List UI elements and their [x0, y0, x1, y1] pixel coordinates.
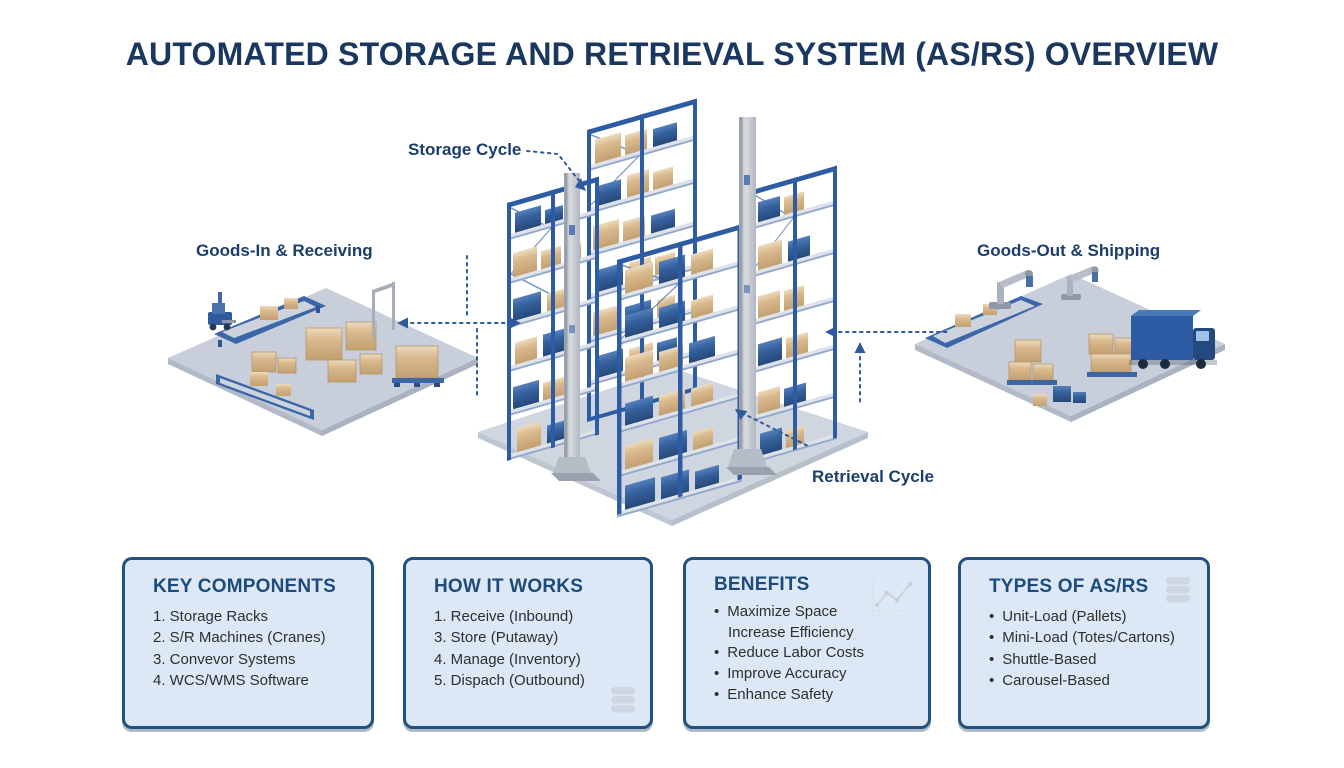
- box-stack: [251, 321, 383, 383]
- retrieval-cycle-label: Retrieval Cycle: [812, 467, 934, 486]
- list-item: 1. Receive (Inbound): [434, 608, 574, 625]
- list-item: 3. Convevor Systems: [153, 650, 296, 668]
- list-item: Shuttle-Based: [989, 649, 1199, 670]
- storage-cycle-label: Storage Cycle: [408, 140, 522, 159]
- box-stack: [1007, 339, 1057, 385]
- arrowheads: [397, 178, 866, 420]
- list-item: Improve Accuracy: [714, 664, 920, 685]
- storage-rack-front: [617, 224, 742, 518]
- key-components-card: KEY COMPONENTS 1. Storage Racks 2. S/R M…: [122, 557, 374, 729]
- card-list: Maximize Space Increase Efficiency Reduc…: [686, 602, 928, 705]
- asrs-rack-illustration: [478, 98, 868, 526]
- conveyor: [216, 372, 314, 420]
- list-item: Unit-Load (Pallets): [989, 606, 1199, 627]
- list-item: Enhance Safety: [714, 685, 920, 706]
- list-item: Mini-Load (Totes/Cartons): [989, 627, 1199, 648]
- database-icon: [1166, 577, 1190, 603]
- goods-out-label: Goods-Out & Shipping: [977, 241, 1161, 260]
- stored-boxes: [513, 204, 581, 453]
- pallet-stack: [1087, 333, 1137, 377]
- chart-icon: [872, 579, 913, 612]
- truck-icon: [1129, 310, 1217, 369]
- card-title: TYPES OF AS/RS: [989, 576, 1149, 597]
- list-item: 4. WCS/WMS Software: [153, 671, 309, 689]
- card-title: BENEFITS: [714, 574, 810, 595]
- bin-stack: [1033, 386, 1086, 406]
- list-item: 5. Dispach (Outbound): [434, 671, 585, 689]
- gantry-frame: [372, 282, 395, 338]
- list-item: Maximize Space: [714, 602, 920, 623]
- list-item: Carousel-Based: [989, 670, 1199, 691]
- conveyor: [925, 296, 1043, 348]
- robot-arm-icon: [989, 270, 1033, 309]
- benefits-card: BENEFITS Maximize Space Increase Efficie…: [683, 557, 931, 729]
- card-list: 1. Storage Racks 2. S/R Machines (Cranes…: [125, 606, 371, 691]
- list-item: 2. S/R Machines (Cranes): [153, 629, 326, 647]
- list-item: Increase Efficiency: [728, 623, 854, 641]
- forklift-icon: [208, 292, 236, 331]
- card-list: Unit-Load (Pallets) Mini-Load (Totes/Car…: [961, 606, 1207, 691]
- storage-rack-right: [752, 165, 837, 464]
- crane-mast-left: [551, 173, 601, 481]
- storage-cycle-arrow: [526, 150, 581, 183]
- goods-in-label: Goods-In & Receiving: [196, 241, 373, 260]
- list-item: Reduce Labor Costs: [714, 643, 920, 664]
- page-title: AUTOMATED STORAGE AND RETRIEVAL SYSTEM (…: [125, 36, 1219, 72]
- retrieval-cycle-arrow: [741, 412, 811, 448]
- goods-out-illustration: [915, 266, 1225, 422]
- flow-connectors: [397, 150, 949, 448]
- card-list: 1. Receive (Inbound) 3. Store (Putaway) …: [406, 606, 650, 691]
- stored-boxes: [625, 248, 719, 510]
- crane-mast-right: [726, 117, 777, 475]
- robot-arm-icon: [1061, 266, 1099, 300]
- list-item: 4. Manage (Inventory): [434, 650, 581, 668]
- card-title: HOW IT WORKS: [434, 576, 584, 597]
- database-icon: [611, 687, 635, 713]
- list-item: 1. Storage Racks: [153, 608, 269, 625]
- card-title: KEY COMPONENTS: [153, 576, 336, 597]
- conveyor: [214, 296, 326, 347]
- list-item: 3. Store (Putaway): [434, 629, 559, 647]
- types-of-asrs-card: TYPES OF AS/RS Unit-Load (Pallets) Mini-…: [958, 557, 1210, 729]
- how-it-works-card: HOW IT WORKS 1. Receive (Inbound) 3. Sto…: [403, 557, 653, 729]
- pallet-box: [392, 345, 444, 387]
